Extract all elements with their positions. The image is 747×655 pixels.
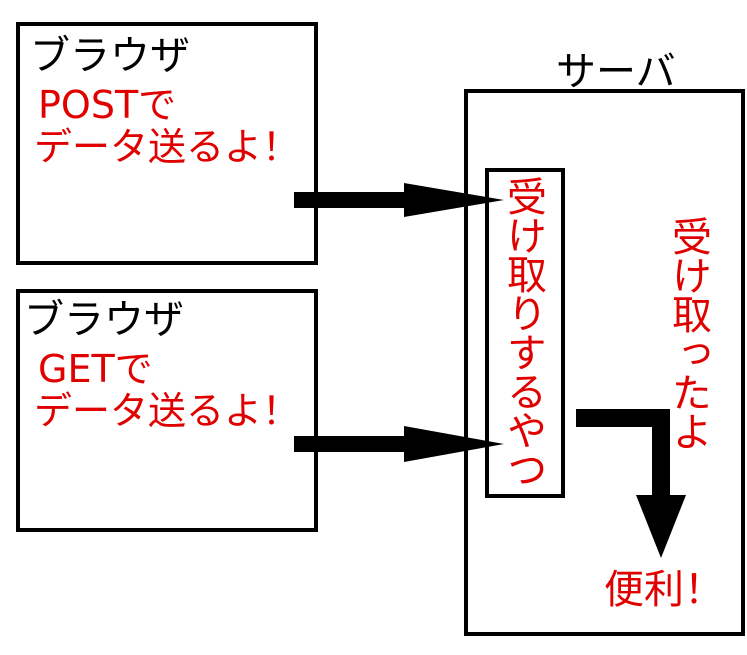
received-text: 受け取ったよ <box>665 216 711 450</box>
receiver-text: 受け取りするやつ <box>500 176 546 488</box>
elbow-arrow <box>576 409 686 558</box>
browser-post-title: ブラウザ <box>30 33 190 79</box>
browser-post-send-text: データ送るよ！ <box>34 125 301 169</box>
server-label: サーバ <box>556 49 676 95</box>
browser-get-method-text: GETで <box>38 347 153 391</box>
browser-get-send-text: データ送るよ！ <box>34 389 301 433</box>
browser-get-title: ブラウザ <box>24 297 184 343</box>
get-arrow <box>294 426 504 462</box>
post-arrow <box>294 183 504 217</box>
browser-post-method-text: POSTで <box>38 83 177 127</box>
convenient-text: 便利！ <box>604 567 724 613</box>
browser-get-box <box>16 289 318 532</box>
browser-post-box <box>16 22 318 265</box>
